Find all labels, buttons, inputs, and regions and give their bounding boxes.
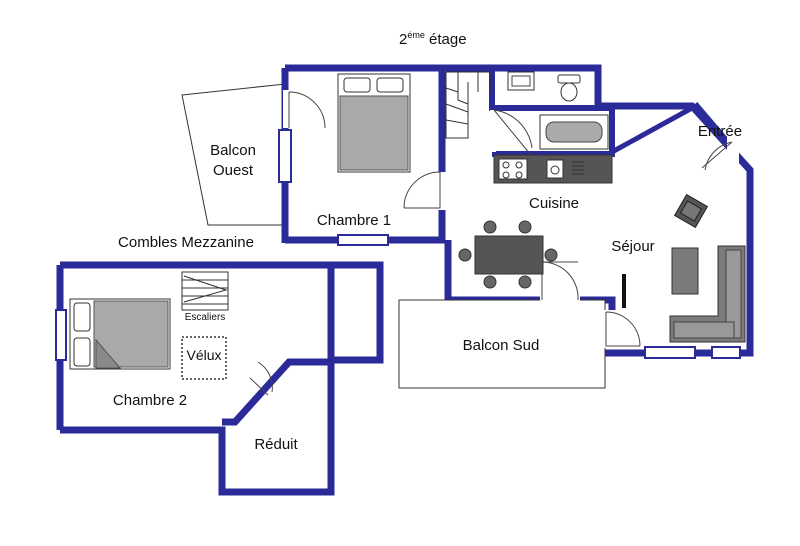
label-reduit: Réduit: [254, 436, 298, 453]
window-chambre1: [337, 234, 389, 246]
label-cuisine: Cuisine: [529, 195, 579, 212]
staircase-lower: [181, 271, 229, 311]
window-balcon-ouest: [278, 129, 292, 183]
label-velux: Vélux: [186, 347, 221, 363]
toilet-icon: [560, 82, 578, 102]
label-sejour: Séjour: [611, 238, 654, 255]
label-chambre2: Chambre 2: [113, 392, 187, 409]
room-labels: Balcon Ouest Chambre 1 Cuisine Entrée Sé…: [113, 123, 742, 453]
label-balcon-ouest-2: Ouest: [213, 162, 254, 179]
living-room-furniture: [622, 193, 746, 343]
label-entree: Entrée: [698, 123, 742, 140]
balcon-sud-outline: [398, 299, 606, 389]
tv-icon: [622, 274, 626, 308]
bed-chambre1: [337, 73, 411, 173]
kitchen-counter: [493, 154, 613, 184]
label-chambre1: Chambre 1: [317, 212, 391, 229]
windows: [55, 129, 741, 361]
label-escaliers: Escaliers: [185, 312, 226, 323]
label-balcon-ouest-1: Balcon: [210, 142, 256, 159]
doors: [249, 90, 739, 396]
dining-table: [458, 220, 558, 289]
coffee-table: [671, 247, 699, 295]
window-sejour-2: [711, 346, 741, 359]
velux-outline: [181, 336, 227, 380]
plan-title: 2éme étage: [399, 30, 467, 48]
window-sejour-1: [644, 346, 696, 359]
bathroom-fixtures: [507, 71, 609, 150]
label-balcon-sud: Balcon Sud: [463, 337, 540, 354]
bed-chambre2: [69, 298, 171, 370]
window-chambre2: [55, 309, 67, 361]
staircase-upper: [445, 71, 491, 139]
label-combles-mezzanine: Combles Mezzanine: [118, 234, 254, 251]
